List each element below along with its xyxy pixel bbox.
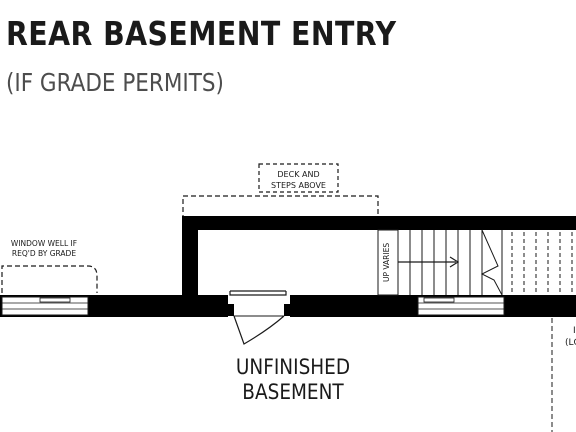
deck-label-line1: DECK AND	[277, 170, 319, 179]
room-label-line2: BASEMENT	[242, 380, 344, 404]
room-label-line1: UNFINISHED	[236, 355, 350, 379]
stairs-continuation-dashed	[511, 232, 573, 293]
door	[228, 290, 290, 345]
door-swing-arc	[233, 315, 285, 345]
deck-label-box	[258, 163, 339, 193]
deck-outline	[182, 195, 379, 220]
cut-off-label-top: I	[573, 326, 576, 336]
page-subtitle: (IF GRADE PERMITS)	[6, 68, 224, 97]
page-title: REAR BASEMENT ENTRY	[6, 14, 397, 53]
window-well-label-line1: WINDOW WELL IF	[11, 239, 77, 248]
window-well-label-line2: REQ'D BY GRADE	[12, 249, 76, 258]
stair-enclosure-left-wall	[182, 216, 198, 296]
up-varies-label: UP VARIES	[382, 243, 391, 282]
window-left	[1, 296, 89, 316]
stairs	[377, 229, 503, 296]
cut-off-label-bottom: (LC	[565, 338, 576, 348]
deck-label-line2: STEPS ABOVE	[271, 181, 326, 190]
window-right	[417, 296, 505, 316]
window-well-outline	[1, 265, 98, 293]
stair-enclosure-top-wall	[182, 216, 576, 230]
